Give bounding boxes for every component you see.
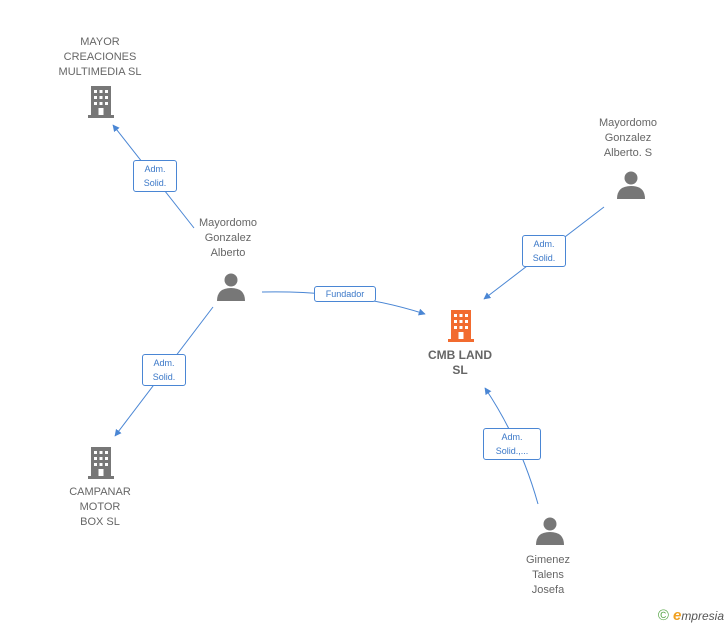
edge-label-adm-solid-gimenez[interactable]: Adm. Solid.,... <box>483 428 541 460</box>
person-icon[interactable] <box>217 273 245 302</box>
building-icon[interactable] <box>88 86 114 118</box>
node-label-mayordomo-gonzalez-alberto[interactable]: Mayordomo Gonzalez Alberto <box>198 217 258 259</box>
node-label-campanar-motor-box[interactable]: CAMPANAR MOTOR BOX SL <box>69 486 131 528</box>
copyright-symbol: © <box>657 607 669 624</box>
building-icon[interactable] <box>88 447 114 479</box>
node-label-mayordomo-gonzalez-alberto-s[interactable]: Mayordomo Gonzalez Alberto. S <box>598 117 658 159</box>
building-icon[interactable] <box>448 310 474 342</box>
person-icon[interactable] <box>536 517 564 546</box>
empresia-logo[interactable]: © empresia <box>658 607 724 624</box>
node-label-mayor-creaciones[interactable]: MAYOR CREACIONES MULTIMEDIA SL <box>58 36 142 78</box>
node-label-gimenez-talens-josefa[interactable]: Gimenez Talens Josefa <box>525 554 571 596</box>
brand-name: empresia <box>672 607 724 624</box>
person-icon[interactable] <box>617 171 645 200</box>
edge-label-adm-solid-mas[interactable]: Adm. Solid. <box>522 235 566 267</box>
edge-label-fundador[interactable]: Fundador <box>314 286 376 302</box>
edge-label-adm-solid-mayor[interactable]: Adm. Solid. <box>133 160 177 192</box>
node-label-cmb-land[interactable]: CMB LAND SL <box>428 348 492 377</box>
edge-label-adm-solid-campanar[interactable]: Adm. Solid. <box>142 354 186 386</box>
